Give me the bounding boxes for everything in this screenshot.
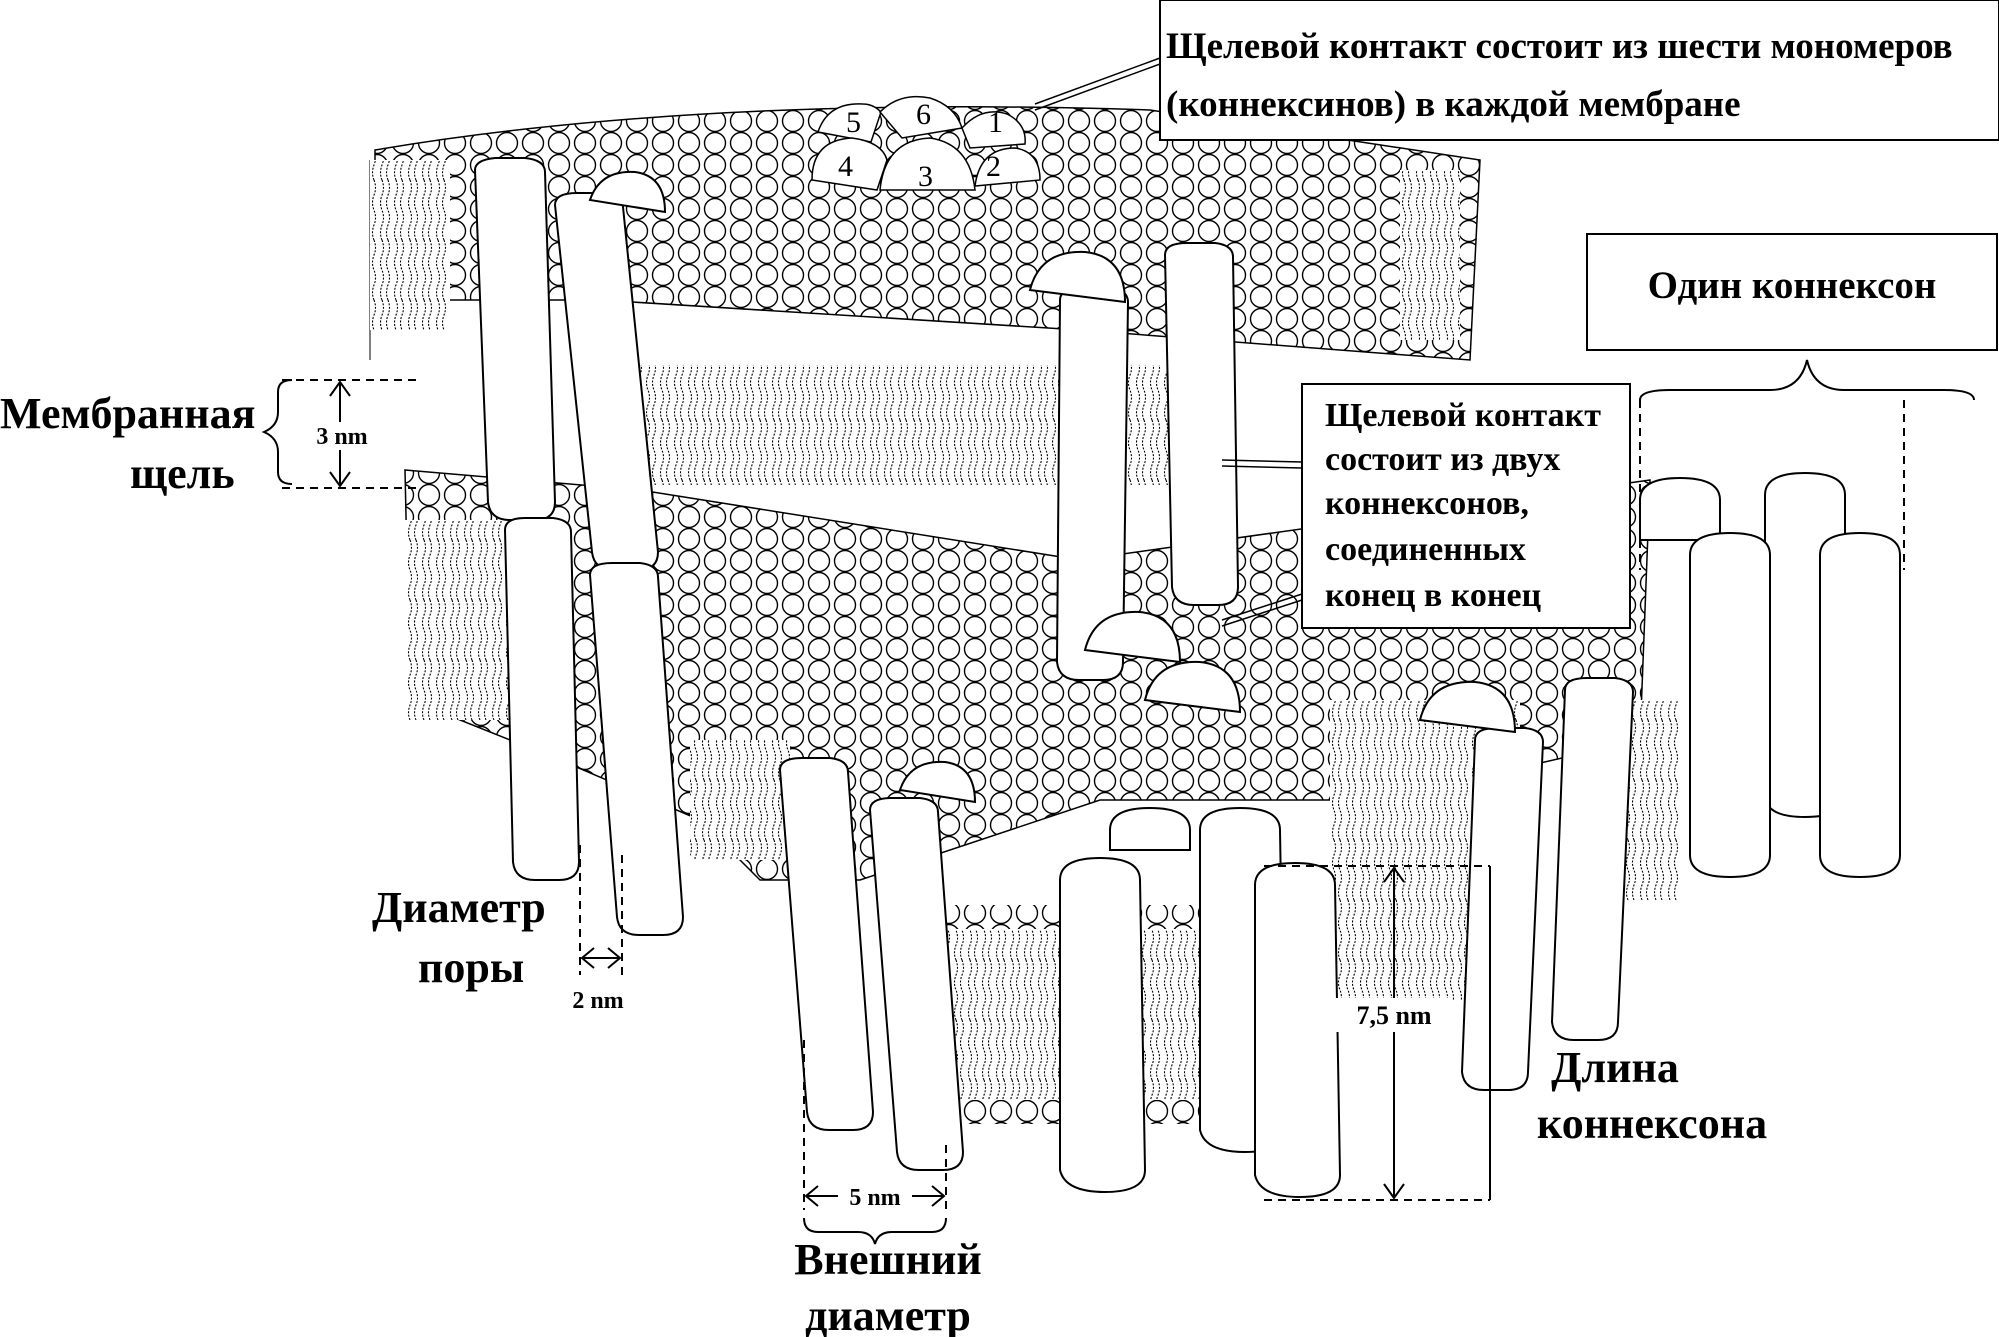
one-connexon-label: Один коннексон bbox=[1648, 264, 1937, 307]
one-connexon-brace bbox=[1639, 359, 1975, 401]
connexin-cap bbox=[1143, 660, 1242, 714]
connexin-cap bbox=[1418, 680, 1517, 734]
junction-callout-line-2: состоит из двух bbox=[1325, 441, 1560, 478]
top-callout-line-1: Щелевой контакт состоит из шести мономер… bbox=[1166, 26, 1953, 67]
pore-diameter-annotation: Диаметр поры 2 nm bbox=[372, 845, 624, 1014]
junction-callout-line-4: соединенных bbox=[1325, 531, 1526, 568]
outer-diameter-label-1: Внешний bbox=[794, 1235, 981, 1284]
hexamer-unit-4 bbox=[811, 137, 888, 191]
hexamer-unit-1 bbox=[961, 111, 1026, 149]
connexin-number-6: 6 bbox=[916, 98, 931, 131]
hexamer-unit-2 bbox=[974, 147, 1041, 187]
connexin-cap bbox=[588, 170, 667, 214]
top-callout: Щелевой контакт состоит из шести мономер… bbox=[1034, 0, 1999, 141]
hexamer-unit-5 bbox=[817, 103, 882, 143]
connexin-rod bbox=[1550, 677, 1635, 1041]
connexin-number-5: 5 bbox=[846, 106, 861, 139]
connexin-rod bbox=[588, 562, 685, 936]
membrane-gap-brace bbox=[261, 379, 293, 485]
length-dimension: 7,5 nm bbox=[1356, 1001, 1431, 1030]
connexin-cylinder bbox=[1639, 476, 1721, 541]
connexon-length-label-2: коннексона bbox=[1537, 1099, 1767, 1148]
connexin-number-3: 3 bbox=[918, 160, 933, 193]
connexin-number-1: 1 bbox=[988, 106, 1003, 139]
connexin-cylinder bbox=[1819, 531, 1901, 879]
outer-diameter-label-2: диаметр bbox=[805, 1291, 971, 1337]
pore-diameter-label-2: поры bbox=[418, 943, 524, 992]
connexin-rod bbox=[868, 797, 965, 1171]
junction-callout-line-1: Щелевой контакт bbox=[1325, 397, 1601, 434]
connexin-rod bbox=[503, 517, 581, 881]
junction-callout: Щелевой контакт состоит из двух коннексо… bbox=[1221, 383, 1631, 629]
lower-membrane-tails-left bbox=[405, 520, 515, 720]
outer-diameter-annotation: 5 nm Внешний диаметр bbox=[794, 1040, 982, 1337]
upper-membrane-left-tails bbox=[370, 160, 450, 330]
connexin-rod bbox=[1163, 242, 1240, 606]
connexin-cap bbox=[1083, 610, 1182, 664]
lower-membrane-tails-mid bbox=[690, 740, 790, 860]
hexamer-unit-3 bbox=[879, 137, 976, 191]
connexon-length-annotation: 7,5 nm Длина коннексона bbox=[1264, 865, 1767, 1201]
one-connexon-callout: Один коннексон bbox=[1586, 233, 1998, 570]
membrane-gap-label-1: Мембранная bbox=[0, 389, 255, 438]
connexin-cylinder bbox=[1109, 806, 1191, 851]
junction-callout-line-3: коннексонов, bbox=[1325, 485, 1529, 522]
connexin-rod bbox=[473, 157, 557, 521]
upper-membrane-tails bbox=[640, 365, 1230, 485]
connexin-cylinder bbox=[1689, 531, 1771, 879]
hexamer-unit-6 bbox=[878, 95, 963, 139]
connexin-number-4: 4 bbox=[838, 150, 853, 183]
membrane-gap-annotation: Мембранная щель 3 nm bbox=[0, 379, 420, 498]
outer-dimension: 5 nm bbox=[849, 1185, 900, 1211]
connexin-rod bbox=[778, 757, 875, 1131]
connexin-cap bbox=[898, 760, 977, 804]
upper-membrane bbox=[369, 106, 1481, 485]
connexin-rod bbox=[1460, 727, 1545, 1091]
pore-diameter-label-1: Диаметр bbox=[372, 883, 546, 932]
outer-diameter-brace bbox=[803, 1217, 947, 1245]
pore-dimension: 2 nm bbox=[572, 988, 623, 1014]
connexin-cylinder bbox=[1059, 856, 1147, 1194]
connexin-rods bbox=[473, 157, 1901, 1199]
gap-dimension: 3 nm bbox=[316, 424, 367, 450]
connexin-hexamer: 5 6 1 4 3 2 bbox=[811, 95, 1041, 193]
connexin-cylinder bbox=[1254, 861, 1342, 1199]
connexin-number-2: 2 bbox=[986, 150, 1001, 183]
connexin-cap bbox=[1028, 250, 1127, 304]
upper-membrane-right-tails bbox=[1400, 170, 1460, 340]
connexon-length-label-1: Длина bbox=[1551, 1043, 1679, 1092]
membrane-gap-label-2: щель bbox=[130, 449, 235, 498]
junction-callout-line-5: конец в конец bbox=[1325, 577, 1542, 614]
top-callout-line-2: (коннексинов) в каждой мембране bbox=[1166, 84, 1741, 125]
